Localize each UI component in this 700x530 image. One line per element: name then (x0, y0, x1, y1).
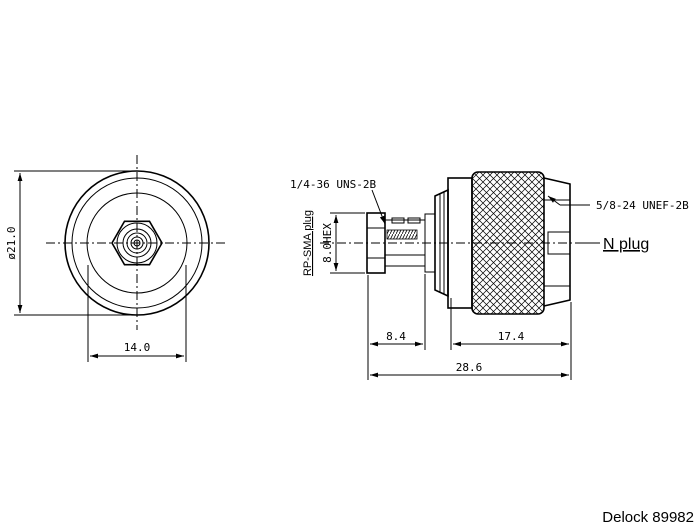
front-view: ø21.0 14.0 (5, 155, 228, 362)
sma-thread (386, 229, 418, 240)
side-view: 1/4-36 UNS-2B 5/8-24 UNEF-2B RP-SMA plug… (290, 171, 689, 380)
hex-nut-outline (111, 220, 163, 266)
dim-left-label: 8.4 (386, 330, 406, 343)
thread-left-label: 1/4-36 UNS-2B (290, 178, 376, 191)
sma-tab-1 (391, 217, 405, 224)
diameter-label: ø21.0 (5, 226, 18, 259)
sma-tab-2 (407, 217, 421, 224)
dim-total-label: 28.6 (456, 361, 483, 374)
thread-right-label: 5/8-24 UNEF-2B (596, 199, 689, 212)
width-label: 14.0 (124, 341, 151, 354)
left-thread-leader (371, 189, 386, 225)
right-thread-leader (547, 195, 561, 206)
left-connector-label: RP-SMA plug (302, 210, 314, 276)
product-credit: Delock 89982 (602, 509, 694, 526)
right-connector-label: N plug (603, 236, 649, 253)
dim-right-label: 17.4 (498, 330, 525, 343)
hex-label: 8.0HEX (321, 223, 334, 263)
